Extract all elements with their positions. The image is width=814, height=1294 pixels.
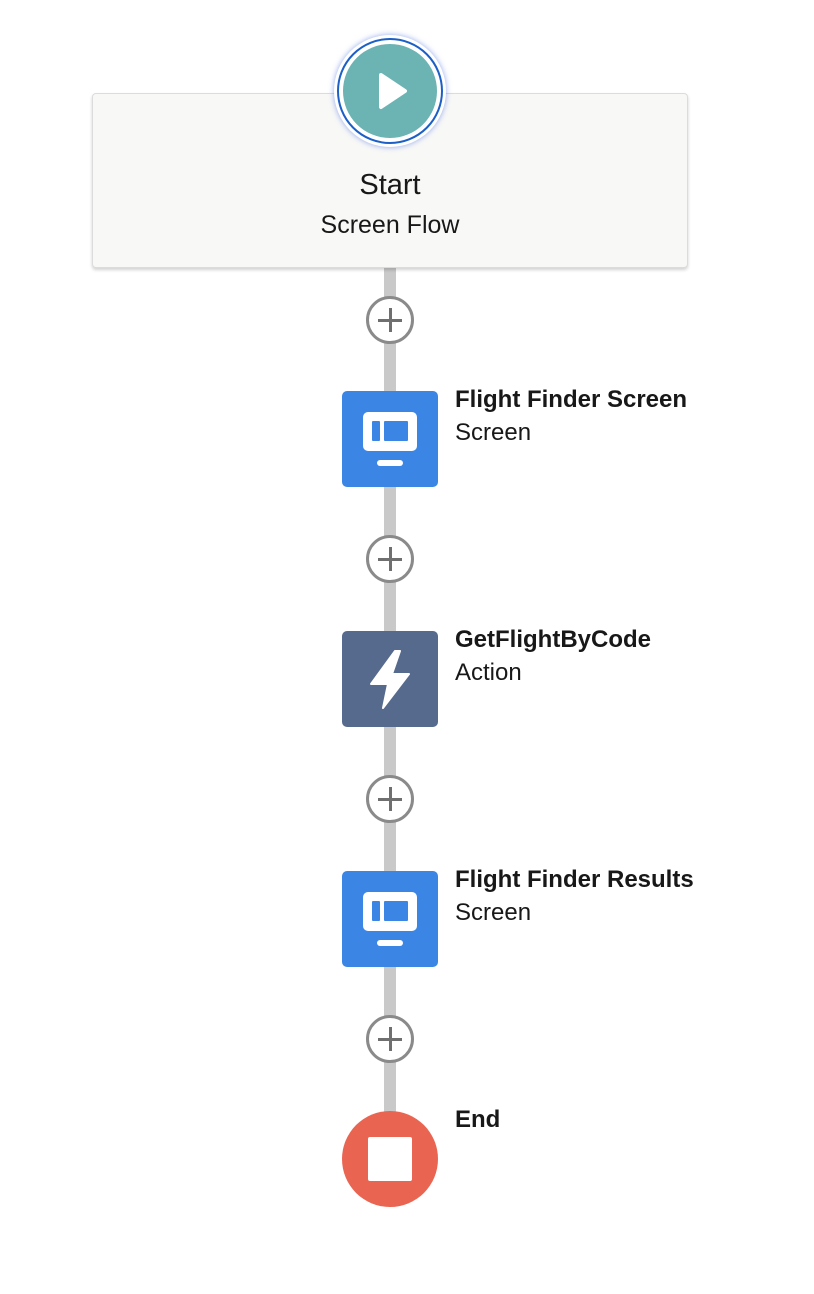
screen-icon [363, 412, 417, 466]
stop-icon [368, 1137, 412, 1181]
play-icon [379, 73, 407, 109]
lightning-bolt-icon [370, 650, 410, 709]
add-element-button[interactable] [366, 296, 414, 344]
node-label: Flight Finder Screen [455, 386, 688, 413]
node-label: Flight Finder Results [455, 866, 694, 893]
start-subtitle: Screen Flow [320, 211, 460, 239]
screen-icon [363, 892, 417, 946]
add-element-button[interactable] [366, 1015, 414, 1063]
flow-node-flight-finder-screen[interactable] [342, 391, 438, 487]
end-node[interactable] [342, 1111, 438, 1207]
flow-node-get-flight-by-code[interactable] [342, 631, 438, 727]
add-element-button[interactable] [366, 535, 414, 583]
start-title: Start [359, 169, 421, 201]
node-label: GetFlightByCode [455, 626, 651, 653]
flow-node-flight-finder-results[interactable] [342, 871, 438, 967]
node-type: Screen [455, 899, 532, 926]
start-node[interactable] [334, 35, 446, 147]
node-type: Action [455, 659, 522, 686]
add-element-button[interactable] [366, 775, 414, 823]
end-label: End [455, 1106, 501, 1133]
node-type: Screen [455, 419, 532, 446]
